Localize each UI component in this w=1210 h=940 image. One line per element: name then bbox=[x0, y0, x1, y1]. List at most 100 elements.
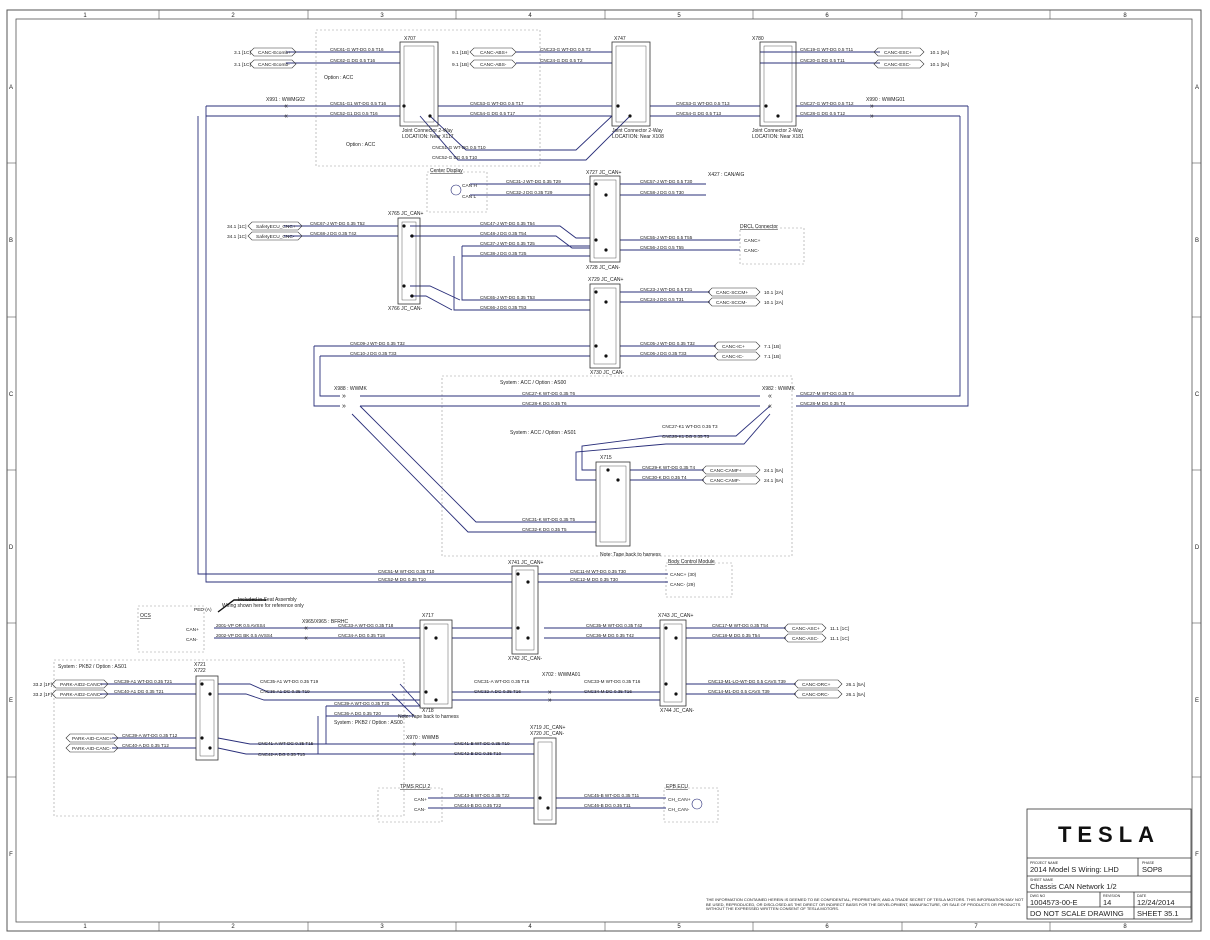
wire-label: CNC40-A DG 0.35 T12 bbox=[122, 743, 169, 748]
joint-connector-x747[interactable] bbox=[611, 41, 651, 127]
connector-label: X742 JC_CAN- bbox=[508, 656, 543, 662]
wire-label: CNC39-A WT-DG 0.35 T12 bbox=[122, 733, 178, 738]
connector-label: X715 bbox=[600, 455, 612, 461]
column-label: 6 bbox=[825, 13, 829, 19]
row-label: D bbox=[1195, 545, 1200, 551]
pin-label: CH_CAN+ bbox=[668, 797, 691, 803]
joint-connector-x719[interactable] bbox=[533, 737, 557, 825]
wire-label: CNC57-J WT-DG 0.5 T30 bbox=[640, 179, 693, 184]
phase-label: PHASE bbox=[1142, 861, 1155, 865]
wire-label: CNC53-G WT-DG 0.5 T13 bbox=[676, 101, 730, 106]
wire-label: CNC11-M WT-DG 0.35 T30 bbox=[570, 569, 626, 574]
wire-label: CNC34-M DG 0.35 T16 bbox=[584, 689, 632, 694]
svg-text:«: « bbox=[304, 635, 308, 642]
wire-paths bbox=[100, 51, 969, 809]
component-pin-labels: CAN H CAN L CANC+ CANC- CANC+ (30) CANC-… bbox=[186, 183, 761, 813]
offpage-tags bbox=[51, 47, 925, 753]
connector-note: LOCATION: Near X108 bbox=[612, 134, 664, 140]
connector-label: X719 JC_CAN+ bbox=[530, 725, 566, 731]
inline-connectors: X991 : WWMG02 X990 : WWMG01 X988 : WWMK … bbox=[266, 97, 905, 741]
column-label: 6 bbox=[825, 924, 829, 930]
row-label: B bbox=[1195, 238, 1199, 244]
offpage-ref: 3.1 [1C] bbox=[234, 50, 251, 56]
joint-connector-x729[interactable] bbox=[589, 283, 621, 369]
joint-connector-x741[interactable] bbox=[511, 565, 539, 655]
pin-label: CH_CAN- bbox=[668, 807, 690, 813]
wire-label: CNC51-M WT-DG 0.35 T10 bbox=[378, 569, 435, 574]
connector-label: X744 JC_CAN- bbox=[660, 708, 695, 714]
option-note: System : PKB2 / Option : AS01 bbox=[58, 664, 127, 670]
wire-label: CNC27-K1 WT-DG 0.35 T3 bbox=[662, 424, 718, 429]
svg-text:»: » bbox=[548, 697, 552, 704]
inline-connector-label: X702 : WWMA01 bbox=[542, 672, 581, 678]
wire-label: CNC38-J DG 0.35 T25 bbox=[480, 251, 527, 256]
pin-label: CANC- (29) bbox=[670, 582, 695, 588]
wire-label: CNC20-G DG 0.5 T11 bbox=[800, 58, 845, 63]
joint-connector-x717[interactable] bbox=[419, 619, 453, 709]
wire-label: CNC24-J DG 0.5 T31 bbox=[640, 297, 684, 302]
scale-note: DO NOT SCALE DRAWING bbox=[1030, 909, 1124, 918]
joint-connector-x727[interactable] bbox=[589, 175, 621, 263]
tesla-logo: TESLA bbox=[1058, 822, 1160, 847]
column-label: 8 bbox=[1123, 13, 1127, 19]
column-label: 1 bbox=[83, 924, 87, 930]
wire-label: CNC44-B DG 0.35 T22 bbox=[454, 803, 502, 808]
wire-label: 2001-VP OR 0.5 AVSS4 bbox=[216, 623, 266, 628]
wire-label: CNC14-M1-DG 0.5 CAVS T39 bbox=[708, 689, 770, 694]
offpage-ref: 10.1 [5A] bbox=[930, 62, 949, 68]
wire-label: 2002-VP DG BK 0.5 AVSS4 bbox=[216, 633, 273, 638]
frame-labels: 1 2 3 4 5 6 7 8 1 2 3 4 5 6 7 8 A B C D … bbox=[9, 13, 1200, 930]
pin-label: CANC+ bbox=[744, 238, 761, 244]
wire-label: CNC54-G DG 0.5 T17 bbox=[470, 111, 516, 116]
wire-label: CNC41-B WT-DG 0.35 T10 bbox=[454, 741, 510, 746]
wire-label: CNC37-J WT-DG 0.35 T25 bbox=[480, 241, 535, 246]
joint-connector-x743[interactable] bbox=[659, 619, 687, 707]
option-note: Option : ACC bbox=[346, 142, 376, 148]
wire-label: CNC17-M WT-DG 0.35 T54 bbox=[712, 623, 769, 628]
title-block bbox=[1026, 808, 1192, 920]
joint-connector-x721[interactable] bbox=[195, 675, 219, 761]
row-label: C bbox=[1195, 392, 1200, 398]
offpage-signal: PARK-AID2-CANC+ bbox=[60, 682, 103, 688]
date-label: DATE bbox=[1137, 894, 1147, 898]
wire-label: CNC66-J DG 0.35 T53 bbox=[480, 305, 527, 310]
connector-note: Joint Connector 2-Way bbox=[752, 128, 803, 134]
column-label: 2 bbox=[231, 13, 235, 19]
offpage-ref: 10.1 [5A] bbox=[930, 50, 949, 56]
column-label: 8 bbox=[1123, 924, 1127, 930]
option-note: System : ACC / Option : AS01 bbox=[510, 430, 576, 436]
column-label: 5 bbox=[677, 924, 681, 930]
phase-value: SOP8 bbox=[1142, 865, 1162, 874]
connector-label: X720 JC_CAN- bbox=[530, 731, 565, 737]
pin-label: CAN H bbox=[462, 183, 477, 189]
joint-connectors bbox=[195, 41, 797, 825]
joint-connector-x715[interactable] bbox=[595, 461, 631, 547]
joint-connector-x780[interactable] bbox=[759, 41, 797, 127]
offpage-signal: CANC-ESC- bbox=[884, 62, 911, 68]
wire-label: CNC19-G WT-DG 0.5 T11 bbox=[800, 47, 854, 52]
row-label: E bbox=[1195, 698, 1199, 704]
wire-label: CNC45-B WT-DG 0.35 T11 bbox=[584, 793, 640, 798]
connector-label: X727 JC_CAN+ bbox=[586, 170, 622, 176]
svg-text:«: « bbox=[768, 393, 772, 400]
joint-connector-x765[interactable] bbox=[397, 217, 421, 305]
offpage-ref: 7.1 [1B] bbox=[764, 354, 781, 360]
offpage-signal: PARK-AID-CANC- bbox=[72, 746, 111, 752]
offpage-signal: CANC-SCCM+ bbox=[716, 290, 748, 296]
connector-label: X765 JC_CAN+ bbox=[388, 211, 424, 217]
splice-points bbox=[200, 104, 780, 810]
row-label: B bbox=[9, 238, 13, 244]
pin-label: CAN- bbox=[186, 637, 198, 643]
column-label: 4 bbox=[528, 924, 532, 930]
wire-label: CNC52-M DG 0.35 T10 bbox=[378, 577, 426, 582]
wire-label: CNC42-A DG 0.35 T15 bbox=[258, 752, 305, 757]
joint-connector-x707[interactable] bbox=[399, 41, 439, 127]
offpage-ref: 3.1 [1C] bbox=[234, 62, 251, 68]
offpage-signal: CANC-Ecomb+ bbox=[258, 50, 291, 56]
project-label: PROJECT NAME bbox=[1030, 861, 1059, 865]
svg-text:«: « bbox=[412, 751, 416, 758]
wire-label: CNC23-G WT-DG 0.5 T2 bbox=[540, 47, 591, 52]
row-label: D bbox=[9, 545, 14, 551]
wire-label: CNC56-J DG 0.5 T55 bbox=[640, 245, 684, 250]
connector-label: X717 bbox=[422, 613, 434, 619]
